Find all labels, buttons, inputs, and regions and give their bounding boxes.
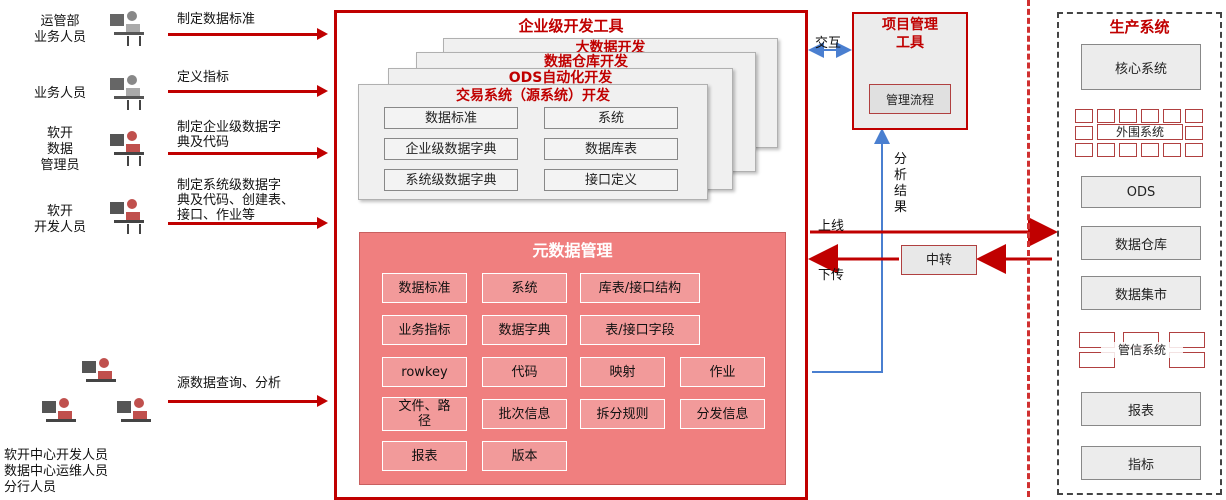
action-arrow — [168, 85, 328, 97]
developer-icon — [110, 131, 144, 166]
tool-box-interface-def[interactable]: 接口定义 — [544, 169, 678, 191]
project-management-title: 项目管理 工具 — [882, 17, 938, 51]
grid-cell — [1141, 109, 1159, 123]
actor-label: 软开中心开发人员 数据中心运维人员 分行人员 — [4, 448, 109, 495]
prod-data-warehouse[interactable]: 数据仓库 — [1081, 226, 1201, 260]
action-arrow — [168, 217, 328, 229]
tool-box-db-table[interactable]: 数据库表 — [544, 138, 678, 160]
meta-item[interactable]: 拆分规则 — [580, 399, 665, 429]
meta-item[interactable]: 系统 — [482, 273, 567, 303]
meta-item[interactable]: 数据标准 — [382, 273, 467, 303]
metadata-management-panel: 元数据管理 数据标准 系统 库表/接口结构 业务指标 数据字典 表/接口字段 r… — [359, 232, 786, 485]
production-system-frame: 生产系统 核心系统 外围系统 ODS 数据仓库 数据集市 管信系统 报表 指标 — [1057, 12, 1222, 495]
meta-item[interactable]: 业务指标 — [382, 315, 467, 345]
developer-icon — [42, 398, 76, 422]
meta-item[interactable]: 报表 — [382, 441, 467, 471]
meta-item[interactable]: 分发信息 — [680, 399, 765, 429]
actor-label: 运管部 业务人员 — [33, 14, 86, 45]
grid-cell — [1185, 126, 1203, 140]
tool-box-enterprise-dictionary[interactable]: 企业级数据字典 — [384, 138, 518, 160]
action-label: 源数据查询、分析 — [177, 376, 282, 391]
meta-item[interactable]: 版本 — [482, 441, 567, 471]
analysis-line — [812, 128, 890, 373]
worker-icon — [110, 75, 144, 110]
metadata-title: 元数据管理 — [532, 241, 613, 260]
tool-box-system[interactable]: 系统 — [544, 107, 678, 129]
action-arrow — [168, 395, 328, 407]
analysis-result-label: 分 析 结 果 — [894, 152, 908, 215]
prod-core-system[interactable]: 核心系统 — [1081, 44, 1201, 90]
prod-peripheral-grid[interactable]: 外围系统 — [1075, 109, 1205, 159]
prod-data-mart[interactable]: 数据集市 — [1081, 276, 1201, 310]
grid-cell — [1075, 143, 1093, 157]
meta-item[interactable]: rowkey — [382, 357, 467, 387]
prod-indicator[interactable]: 指标 — [1081, 446, 1201, 480]
grid-cell — [1185, 109, 1203, 123]
tool-box-system-dictionary[interactable]: 系统级数据字典 — [384, 169, 518, 191]
action-arrow — [168, 28, 328, 40]
online-label: 上线 — [818, 219, 845, 234]
meta-item[interactable]: 表/接口字段 — [580, 315, 700, 345]
grid-cell — [1119, 109, 1137, 123]
prod-ods[interactable]: ODS — [1081, 176, 1201, 208]
relay-box[interactable]: 中转 — [901, 245, 977, 275]
enterprise-tools-title: 企业级开发工具 — [518, 17, 624, 35]
grid-cell — [1075, 126, 1093, 140]
prod-mis-cluster[interactable]: 管信系统 — [1079, 332, 1205, 368]
download-label: 下传 — [818, 268, 845, 283]
grid-cell — [1097, 143, 1115, 157]
peripheral-label: 外围系统 — [1097, 124, 1183, 140]
meta-item[interactable]: 库表/接口结构 — [580, 273, 700, 303]
meta-item[interactable]: 映射 — [580, 357, 665, 387]
meta-item[interactable]: 代码 — [482, 357, 567, 387]
prod-report[interactable]: 报表 — [1081, 392, 1201, 426]
tool-box-data-standard[interactable]: 数据标准 — [384, 107, 518, 129]
card-title: 数据仓库开发 — [544, 54, 628, 70]
grid-cell — [1119, 143, 1137, 157]
action-label: 制定数据标准 — [177, 12, 256, 27]
meta-item[interactable]: 批次信息 — [482, 399, 567, 429]
action-label: 定义指标 — [177, 70, 230, 85]
mis-label: 管信系统 — [1101, 342, 1183, 358]
action-label: 制定系统级数据字 典及代码、创建表、 接口、作业等 — [177, 178, 295, 223]
grid-cell — [1163, 143, 1181, 157]
developer-icon — [110, 199, 144, 234]
developer-icon — [117, 398, 151, 422]
grid-cell — [1163, 109, 1181, 123]
interact-label: 交互 — [815, 36, 842, 51]
card-title: ODS自动化开发 — [508, 70, 613, 86]
actor-label: 业务人员 — [33, 86, 86, 101]
production-title: 生产系统 — [1109, 18, 1170, 36]
grid-cell — [1185, 143, 1203, 157]
grid-cell — [1141, 143, 1159, 157]
grid-cell — [1075, 109, 1093, 123]
worker-icon — [110, 11, 144, 46]
actor-label: 软开 开发人员 — [33, 204, 86, 235]
project-management-tool[interactable]: 项目管理 工具 管理流程 — [852, 12, 968, 130]
meta-item[interactable]: 数据字典 — [482, 315, 567, 345]
action-label: 制定企业级数据字 典及代码 — [177, 120, 282, 150]
management-process-box[interactable]: 管理流程 — [869, 84, 951, 114]
stack-card-trading-system[interactable]: 交易系统（源系统）开发 数据标准 系统 企业级数据字典 数据库表 系统级数据字典… — [358, 84, 708, 200]
card-title: 交易系统（源系统）开发 — [456, 88, 610, 104]
grid-cell — [1097, 109, 1115, 123]
actor-label: 软开 数据 管理员 — [40, 126, 80, 173]
system-divider — [1027, 0, 1030, 497]
meta-item[interactable]: 作业 — [680, 357, 765, 387]
meta-item[interactable]: 文件、路 径 — [382, 397, 467, 431]
action-arrow — [168, 147, 328, 159]
developer-icon — [82, 358, 116, 382]
